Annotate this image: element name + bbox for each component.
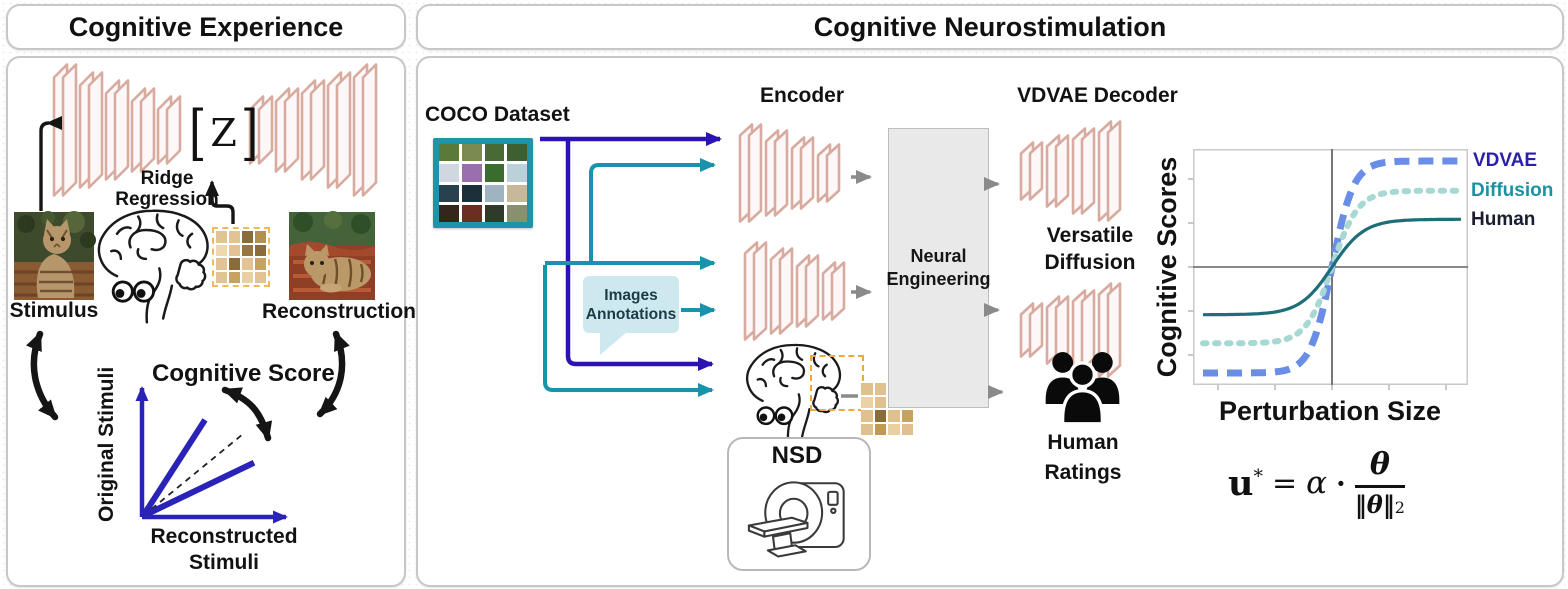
grid-cell xyxy=(242,258,253,270)
googly-eyes xyxy=(756,406,794,426)
coco-image-mosaic xyxy=(433,138,533,228)
grid-cell xyxy=(439,144,459,162)
grid-cell xyxy=(242,271,253,283)
cognitive-score-title: Cognitive Score xyxy=(152,360,335,387)
teal-annotation-routes xyxy=(543,158,716,397)
vdvae-decoder-network xyxy=(1019,120,1122,222)
grid-cell xyxy=(242,231,253,243)
grid-cell xyxy=(255,271,266,283)
reconstruction-cat-image xyxy=(289,211,375,300)
encoder-label: Encoder xyxy=(759,84,845,107)
grid-cell xyxy=(242,244,253,256)
grid-cell xyxy=(484,204,505,222)
grid-cell xyxy=(216,231,227,243)
legend-diffusion: Diffusion xyxy=(1471,180,1554,201)
grid-cell xyxy=(439,204,459,222)
grid-cell xyxy=(484,144,505,162)
grid-cell xyxy=(507,144,527,162)
grid-cell xyxy=(901,410,913,422)
images-annotations-bubble: Images Annotations xyxy=(583,276,679,333)
grid-cell xyxy=(507,164,527,182)
grid-cell xyxy=(484,164,505,182)
perturbation-formula: u* = α · θ ‖θ‖2 xyxy=(1228,447,1405,519)
grid-cell xyxy=(861,383,873,395)
grid-cell xyxy=(507,184,527,202)
mri-scanner-icon xyxy=(747,481,845,558)
stimulus-label: Stimulus xyxy=(9,299,99,322)
cognitive-score-plot xyxy=(135,386,288,524)
grid-cell xyxy=(484,184,505,202)
human-ratings-icon xyxy=(1045,352,1120,426)
grid-cell xyxy=(874,396,886,408)
reconstruction-label: Reconstruction xyxy=(262,300,417,323)
legend-vdvae: VDVAE xyxy=(1473,150,1538,171)
grid-cell xyxy=(255,258,266,270)
coco-mosaic-grid xyxy=(439,144,527,222)
grid-cell xyxy=(439,164,459,182)
grid-cell xyxy=(255,244,266,256)
grid-cell xyxy=(229,244,240,256)
axis-ticks xyxy=(1188,178,1447,390)
grid-cell xyxy=(888,423,900,435)
stimulus-cat-image xyxy=(14,211,96,300)
schematic-fit-lines xyxy=(140,418,256,519)
grid-cell xyxy=(255,231,266,243)
perturbation-response-plot xyxy=(1188,149,1468,390)
grid-cell xyxy=(861,410,873,422)
black-routes xyxy=(26,116,350,442)
grid-cell xyxy=(901,423,913,435)
coco-dataset-label: COCO Dataset xyxy=(425,103,570,126)
grid-cell xyxy=(229,258,240,270)
sigmoid-curves xyxy=(1200,157,1464,377)
encoder-network-2 xyxy=(743,241,846,341)
grid-cell xyxy=(439,184,459,202)
grid-cell xyxy=(461,164,482,182)
grid-cell xyxy=(507,204,527,222)
bracket-right: ] xyxy=(240,98,259,168)
grid-cell xyxy=(216,258,227,270)
grid-cell xyxy=(216,244,227,256)
bracket-left: [ xyxy=(188,98,207,168)
grid-cell xyxy=(888,410,900,422)
header-cognitive-experience: Cognitive Experience xyxy=(6,4,406,50)
perturbation-response-chart xyxy=(1188,149,1468,390)
bubble-tail xyxy=(600,331,628,355)
encoder-network-1 xyxy=(738,123,841,223)
grid-cell xyxy=(861,396,873,408)
latent-z-label: Z xyxy=(210,111,237,155)
brain-sketch xyxy=(97,209,209,324)
ridge-regression-label: Ridge Regression xyxy=(115,168,219,210)
grid-cell xyxy=(874,423,886,435)
header-cognitive-neurostimulation: Cognitive Neurostimulation xyxy=(416,4,1564,50)
header-right-title: Cognitive Neurostimulation xyxy=(813,11,1167,42)
human-ratings-label: Human Ratings xyxy=(1044,431,1122,484)
nsd-brain-sketch xyxy=(746,343,842,445)
reconstructed-stimuli-axis-label: Reconstructed Stimuli xyxy=(150,525,298,574)
grid-cell xyxy=(874,410,886,422)
grid-cell xyxy=(461,184,482,202)
vdvae-decoder-label: VDVAE Decoder xyxy=(1017,84,1178,107)
versatile-diffusion-label: Versatile Diffusion xyxy=(1044,224,1136,274)
nsd-label: NSD xyxy=(771,442,823,469)
legend-human: Human xyxy=(1471,209,1536,230)
latent-z: [ Z ] xyxy=(186,102,261,164)
grid-cell xyxy=(461,204,482,222)
gray-flow-arrows xyxy=(841,170,1004,399)
neural-engineering-box: Neural Engineering xyxy=(887,128,991,408)
ridge-weight-grid xyxy=(212,227,270,287)
googly-eyes xyxy=(111,280,156,303)
versatile-diffusion-network xyxy=(1019,282,1122,378)
autoencoder-network-graphic xyxy=(52,63,378,197)
header-left-title: Cognitive Experience xyxy=(68,11,344,42)
grid-cell xyxy=(861,423,873,435)
navy-image-routes xyxy=(540,132,722,371)
grid-cell xyxy=(229,231,240,243)
formula-fraction: θ ‖θ‖2 xyxy=(1354,447,1405,519)
perturbation-size-axis-label: Perturbation Size xyxy=(1218,396,1442,426)
grid-cell xyxy=(461,144,482,162)
grid-cell xyxy=(874,383,886,395)
grid-cell xyxy=(229,271,240,283)
grid-cell xyxy=(216,271,227,283)
